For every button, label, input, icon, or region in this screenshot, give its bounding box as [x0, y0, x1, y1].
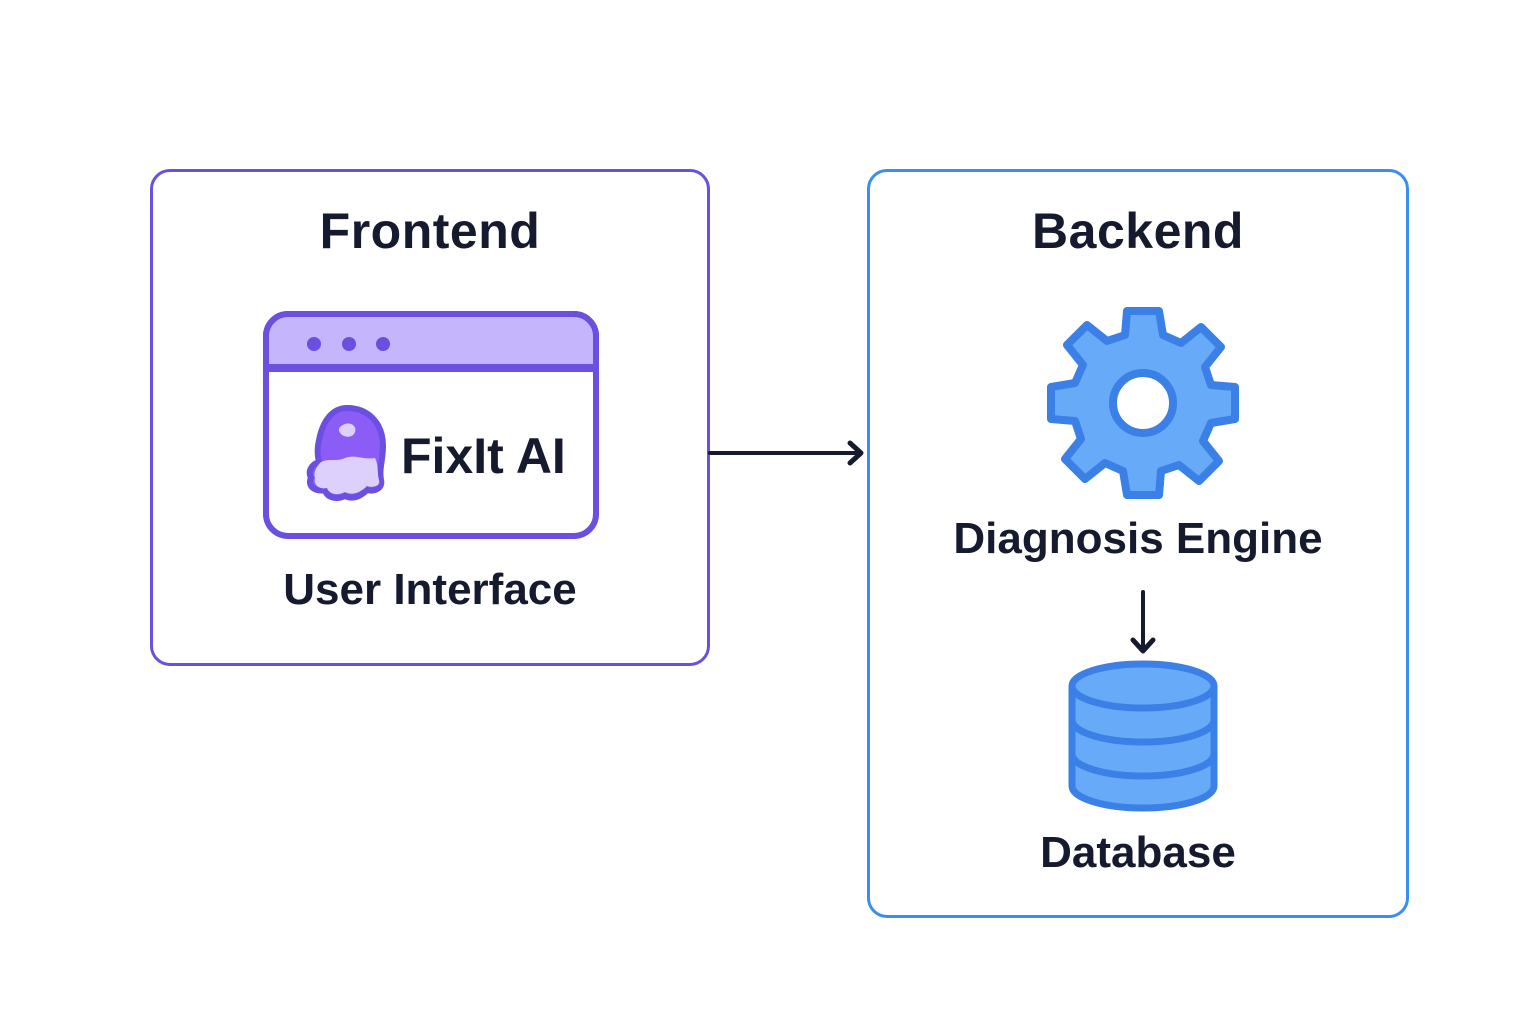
backend-panel: Backend Diagnosis Engine Database — [867, 169, 1409, 918]
window-dot — [342, 337, 356, 351]
fixit-logo-icon — [306, 404, 387, 501]
brand-name: FixIt AI — [401, 428, 566, 484]
frontend-title: Frontend — [319, 203, 541, 259]
diagnosis-engine-label: Diagnosis Engine — [953, 514, 1323, 563]
arrow-right-icon — [708, 440, 864, 466]
user-interface-label: User Interface — [283, 565, 577, 614]
frontend-panel: Frontend FixIt AI User Interface — [150, 169, 710, 666]
gear-icon — [1047, 307, 1239, 499]
backend-title: Backend — [1032, 203, 1244, 259]
database-label: Database — [1040, 828, 1236, 877]
database-icon — [1068, 660, 1218, 812]
window-dot — [307, 337, 321, 351]
window-dot — [376, 337, 390, 351]
arrow-down-icon — [1130, 590, 1156, 654]
